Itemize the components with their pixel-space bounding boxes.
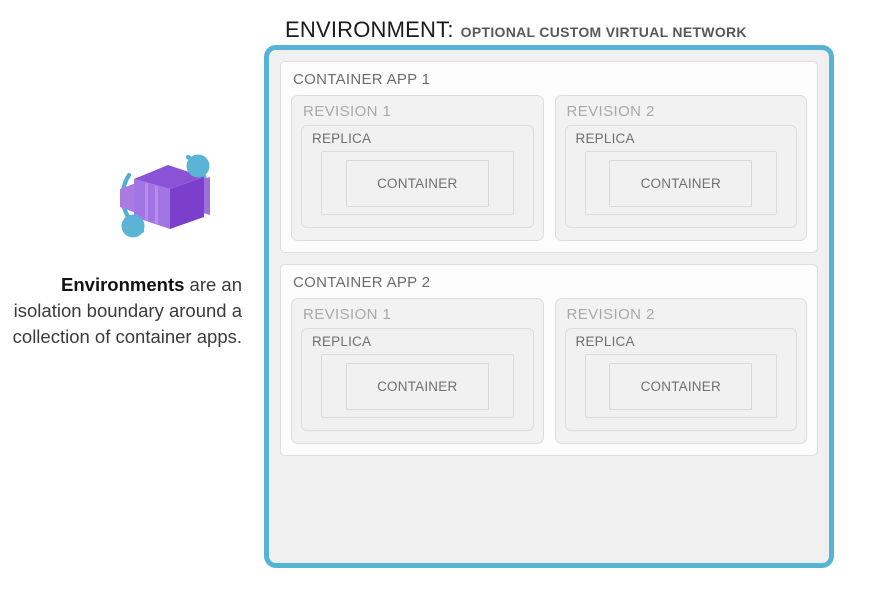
replica-box: REPLICA CONTAINER: [564, 125, 797, 228]
orbit-node-top-icon: [186, 154, 210, 178]
logo-center-top-face: [134, 165, 204, 189]
logo-rib-2: [155, 186, 158, 225]
replica-label: REPLICA: [575, 334, 635, 349]
replica-label: REPLICA: [312, 334, 372, 349]
container-slot: CONTAINER: [321, 354, 514, 418]
revision-box: REVISION 2 REPLICA CONTAINER: [554, 298, 807, 444]
container-box: CONTAINER: [345, 362, 489, 410]
replica-label: REPLICA: [312, 131, 372, 146]
replica-label: REPLICA: [575, 131, 635, 146]
revision-box: REVISION 1 REPLICA CONTAINER: [291, 95, 544, 241]
revision-label: REVISION 1: [303, 306, 392, 323]
container-app-box: CONTAINER APP 1 REVISION 1 REPLICA CONTA…: [280, 61, 818, 253]
logo-center-front-face: [134, 179, 170, 229]
container-slot: CONTAINER: [321, 151, 514, 215]
container-box: CONTAINER: [609, 362, 753, 410]
logo-rib-1: [145, 182, 148, 222]
replica-box: REPLICA CONTAINER: [301, 125, 534, 228]
container-box: CONTAINER: [609, 159, 753, 207]
revision-label: REVISION 2: [566, 103, 655, 120]
revision-label: REVISION 2: [566, 306, 655, 323]
container-label: CONTAINER: [377, 175, 458, 191]
container-app-label: CONTAINER APP 2: [293, 274, 431, 291]
environment-boundary: CONTAINER APP 1 REVISION 1 REPLICA CONTA…: [264, 45, 834, 568]
logo-center-side-face: [170, 177, 204, 229]
environment-caption: Environments are an isolation boundary a…: [10, 272, 242, 350]
replica-box: REPLICA CONTAINER: [564, 328, 797, 431]
revisions-row: REVISION 1 REPLICA CONTAINER REVISION 2 …: [291, 95, 807, 241]
container-label: CONTAINER: [377, 378, 458, 394]
logo-svg: [120, 154, 210, 238]
sidebar-panel: Environments are an isolation boundary a…: [0, 0, 252, 593]
container-app-box: CONTAINER APP 2 REVISION 1 REPLICA CONTA…: [280, 264, 818, 456]
caption-keyword: Environments: [61, 274, 185, 295]
page-title-main: ENVIRONMENT:: [285, 17, 454, 42]
orbit-node-bottom-icon: [121, 214, 145, 238]
caption-text: are an isolation boundary around a colle…: [12, 274, 242, 347]
revision-box: REVISION 1 REPLICA CONTAINER: [291, 298, 544, 444]
revision-label: REVISION 1: [303, 103, 392, 120]
replica-box: REPLICA CONTAINER: [301, 328, 534, 431]
logo-box-left: [120, 183, 136, 213]
revision-box: REVISION 2 REPLICA CONTAINER: [554, 95, 807, 241]
container-box: CONTAINER: [345, 159, 489, 207]
page-title: ENVIRONMENT: OPTIONAL CUSTOM VIRTUAL NET…: [285, 17, 747, 43]
container-slot: CONTAINER: [584, 151, 777, 215]
container-label: CONTAINER: [640, 378, 721, 394]
page-title-subtitle: OPTIONAL CUSTOM VIRTUAL NETWORK: [460, 24, 747, 40]
azure-container-apps-logo: [112, 141, 218, 247]
container-slot: CONTAINER: [584, 354, 777, 418]
container-label: CONTAINER: [640, 175, 721, 191]
revisions-row: REVISION 1 REPLICA CONTAINER REVISION 2 …: [291, 298, 807, 444]
container-app-label: CONTAINER APP 1: [293, 71, 431, 88]
